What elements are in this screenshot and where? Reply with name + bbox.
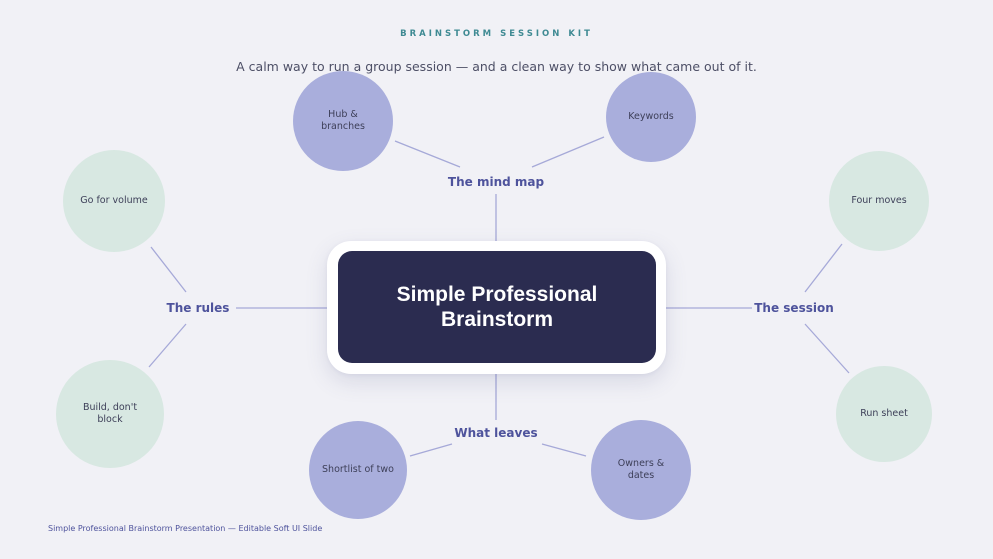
central-topic-card[interactable]: Simple Professional Brainstorm	[338, 251, 656, 363]
branch-label-what-leaves[interactable]: What leaves	[454, 426, 538, 440]
subtitle: A calm way to run a group session — and …	[236, 59, 757, 74]
node-go-for-volume-label: Go for volume	[80, 195, 148, 206]
node-owners-dates-line1: Owners &	[617, 458, 665, 469]
node-keywords[interactable]: Keywords	[606, 72, 696, 162]
node-hub-branches-line2: branches	[321, 121, 365, 132]
node-hub-branches[interactable]: Hub & branches	[293, 71, 393, 171]
node-run-sheet[interactable]: Run sheet	[836, 366, 932, 462]
node-shortlist-of-two-label: Shortlist of two	[322, 464, 394, 475]
node-run-sheet-label: Run sheet	[860, 408, 908, 419]
node-hub-branches-line1: Hub &	[328, 109, 358, 120]
node-go-for-volume[interactable]: Go for volume	[63, 150, 165, 252]
connector-rules-build	[148, 323, 187, 368]
node-shortlist-of-two[interactable]: Shortlist of two	[309, 421, 407, 519]
node-build-dont-block-line1: Build, don't	[82, 402, 138, 413]
central-topic-line1: Simple Professional	[396, 283, 598, 306]
node-build-dont-block-line2: block	[97, 414, 123, 425]
node-build-dont-block[interactable]: Build, don't block	[56, 360, 164, 468]
footer-caption: Simple Professional Brainstorm Presentat…	[48, 524, 323, 533]
connector-session-runsheet	[804, 323, 850, 374]
branch-label-mind-map[interactable]: The mind map	[447, 175, 545, 189]
connector-mindmap-hub	[394, 140, 461, 168]
branch-label-rules[interactable]: The rules	[166, 301, 230, 315]
branch-label-session[interactable]: The session	[754, 301, 834, 315]
connector-mindmap-keywords	[531, 136, 605, 168]
central-topic-line2: Brainstorm	[440, 308, 554, 331]
connector-rules-volume	[150, 246, 187, 293]
node-four-moves[interactable]: Four moves	[829, 151, 929, 251]
kicker-title: BRAINSTORM SESSION KIT	[400, 29, 593, 39]
connector-session-fourmoves	[804, 243, 843, 293]
connector-whatleaves-owners	[541, 443, 587, 457]
connector-whatleaves-shortlist	[409, 443, 453, 457]
node-owners-dates-line2: dates	[627, 470, 655, 481]
node-four-moves-label: Four moves	[851, 195, 907, 206]
node-owners-dates[interactable]: Owners & dates	[591, 420, 691, 520]
node-keywords-label: Keywords	[628, 111, 674, 122]
